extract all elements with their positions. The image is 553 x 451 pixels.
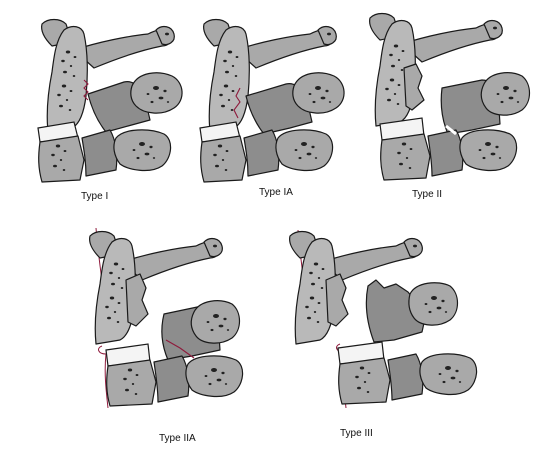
upper-right-vertebra (292, 72, 345, 114)
fracture-line (165, 339, 195, 359)
type-iia-illustration (76, 227, 244, 409)
fracture-line (83, 79, 89, 101)
lower-mid-vertebra (387, 353, 424, 401)
panel-type-ii (360, 6, 535, 182)
lower-left-vertebra (380, 133, 431, 181)
fracture-line (233, 87, 241, 119)
lower-mid-vertebra (81, 129, 118, 177)
axis-body (365, 279, 427, 343)
panel-type-i (32, 10, 192, 183)
lower-left-vertebra (338, 357, 391, 405)
type-iii-illustration (276, 229, 478, 409)
lower-right-vertebra (113, 129, 172, 172)
lower-left-vertebra (106, 359, 157, 407)
panel-type-ia (194, 10, 354, 183)
type-i-illustration (37, 10, 183, 183)
upper-right-vertebra (480, 72, 531, 116)
lower-mid-vertebra (243, 129, 280, 177)
caption-type-ia: Type IA (259, 187, 293, 198)
caption-type-i: Type I (81, 191, 109, 202)
upper-right-vertebra (408, 282, 459, 326)
panel-type-iii (276, 222, 478, 412)
caption-type-iia: Type IIA (159, 433, 196, 444)
lower-left-vertebra (200, 135, 247, 183)
lower-right-vertebra (185, 355, 244, 398)
lower-mid-vertebra (427, 129, 464, 177)
type-ia-illustration (199, 10, 345, 183)
lower-right-vertebra (459, 129, 518, 172)
lower-mid-vertebra (153, 355, 190, 403)
dens-fragment (403, 63, 425, 111)
dens-fragment (325, 273, 349, 327)
type-ii-illustration (360, 6, 531, 181)
caption-type-iii: Type III (340, 428, 373, 439)
lower-left-vertebra (38, 135, 85, 183)
lower-right-vertebra (275, 129, 334, 172)
lower-right-vertebra (419, 353, 478, 396)
dens-fragment (125, 273, 149, 327)
upper-right-vertebra (130, 72, 183, 114)
panel-type-iia (76, 222, 246, 412)
caption-type-ii: Type II (412, 189, 443, 200)
upper-right-vertebra (190, 300, 241, 344)
